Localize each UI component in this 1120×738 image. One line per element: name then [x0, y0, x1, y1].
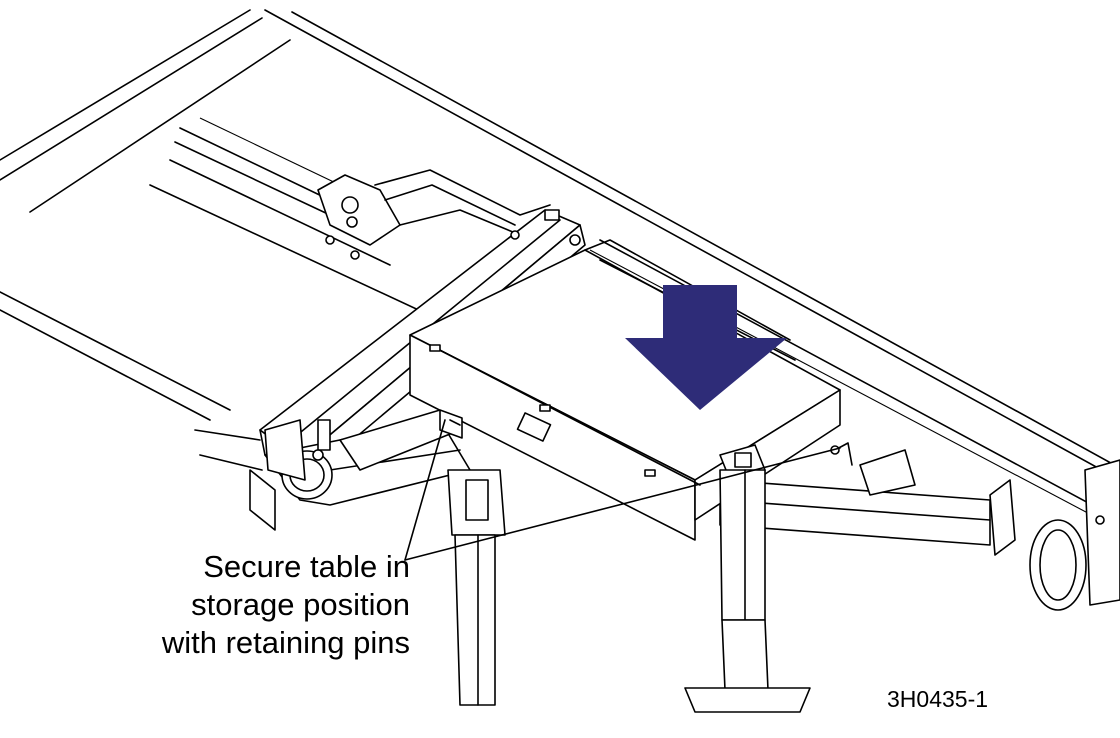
- callout-line-2: storage position: [191, 587, 410, 622]
- callout-line-1: Secure table in: [203, 549, 410, 584]
- leader-lines: [404, 419, 841, 561]
- left-clamp: [249, 419, 333, 531]
- figure-id: 3H0435-1: [887, 686, 989, 712]
- callout-line-3: with retaining pins: [161, 625, 410, 660]
- right-post: [684, 444, 811, 713]
- callout-text: Secure table in storage position with re…: [120, 548, 410, 662]
- retaining-pin-right: [830, 442, 853, 466]
- lower-deck-panel: [0, 291, 263, 471]
- right-clamp: [1029, 459, 1120, 611]
- down-arrow-icon: [625, 285, 787, 410]
- left-post: [447, 469, 506, 706]
- left-rails: [149, 117, 441, 321]
- storage-table: [409, 239, 841, 541]
- upper-bracket: [317, 169, 551, 246]
- retaining-pin-left: [439, 409, 463, 439]
